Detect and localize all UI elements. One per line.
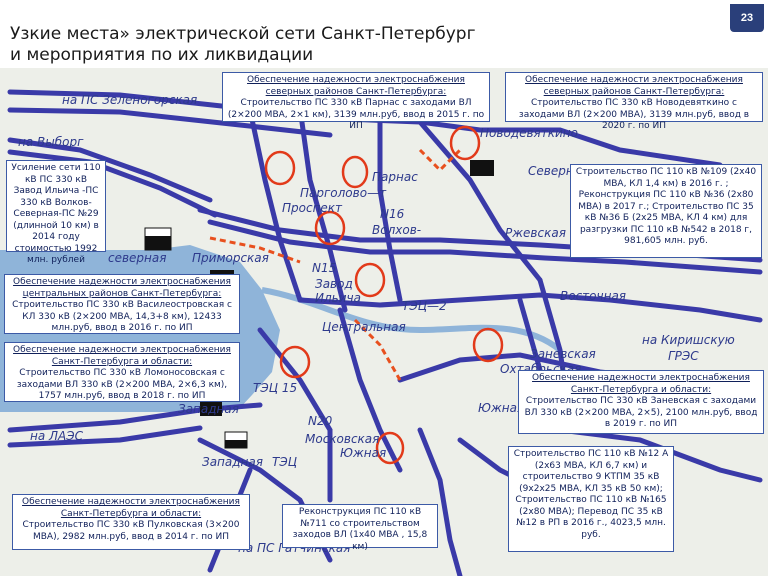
label-moskovskaya: Московская: [305, 432, 379, 446]
ring-marker: [449, 125, 481, 161]
box-body: Строительство ПС 330 кВ Новодевяткино с …: [518, 98, 750, 131]
header: Узкие места» электрической сети Санкт-Пе…: [0, 0, 768, 68]
info-box-north-parnas: Обеспечение надежности электроснабжения …: [222, 72, 490, 131]
substation: [470, 160, 494, 176]
title-line-1: Узкие места» электрической сети Санкт-Пе…: [10, 24, 476, 44]
info-box-zanevskaya: Обеспечение надежности электроснабжения …: [518, 370, 764, 434]
label-parnas: Парнас: [372, 170, 418, 184]
label-zelenogorsk: на ПС Зеленогорская: [62, 93, 197, 107]
label-vostochnaya: Восточная: [560, 289, 626, 303]
label-rzhevskaya: Ржевская: [505, 226, 566, 240]
box-heading: Обеспечение надежности электроснабжения …: [247, 75, 465, 97]
info-box-central: Обеспечение надежности электроснабжения …: [4, 274, 240, 334]
info-box-recon-711: Реконструкция ПС 110 кВ №711 со строител…: [282, 504, 438, 552]
substation: [225, 440, 247, 448]
label-gres: ГРЭС: [668, 349, 699, 363]
box-body: Строительство ПС 110 кВ №109 (2х40 МВА, …: [575, 167, 757, 246]
substation: [200, 402, 222, 416]
info-box-lomonosov: Обеспечение надежности электроснабжения …: [4, 342, 240, 402]
label-zavod: Завод: [315, 277, 353, 291]
label-zanevskaya: Заневская: [530, 347, 596, 361]
label-primorskaya: Приморская: [192, 251, 269, 265]
label-yuzhnaya: Южная: [478, 401, 524, 415]
info-box-pulkovo: Обеспечение надежности электроснабжения …: [12, 494, 250, 550]
label-zapadnaya: Западная: [178, 402, 239, 416]
box-body: Строительство ПС 330 кВ Василеостровская…: [12, 300, 232, 333]
label-tets2: ТЭЦ—2: [402, 299, 447, 313]
ring-marker: [354, 262, 386, 298]
label-zapadnaya-2: Западная: [202, 455, 263, 469]
label-tets: ТЭЦ: [272, 455, 297, 469]
box-body: Строительство ПС 330 кВ Пулковская (3×20…: [22, 520, 240, 542]
box-body: Строительство ПС 110 кВ №12 А (2х63 МВА,…: [513, 449, 669, 540]
label-tets15: ТЭЦ 15: [253, 381, 297, 395]
label-prospekt: Проспект: [282, 201, 343, 215]
box-body: Строительство ПС 330 кВ Парнас с заходам…: [227, 98, 485, 131]
label-tsentralnaya: Центральная: [322, 320, 406, 334]
ring-marker: [279, 345, 311, 379]
substation: [145, 236, 171, 250]
info-box-ilicha: Усиление сети 110 кВ ПС 330 кВ Завод Иль…: [6, 160, 106, 265]
label-ilicha: Ильича: [315, 291, 361, 305]
box-body: Строительство ПС 330 кВ Заневская с захо…: [524, 396, 758, 429]
label-n20: N20: [308, 414, 333, 428]
box-body: Строительство ПС 330 кВ Ломоносовская с …: [16, 368, 228, 401]
info-box-bottom-right: Строительство ПС 110 кВ №12 А (2х63 МВА,…: [508, 446, 674, 552]
label-laes: на ЛАЭС: [30, 429, 84, 443]
label-n16: N16: [380, 207, 405, 221]
info-box-right-top: Строительство ПС 110 кВ №109 (2х40 МВА, …: [570, 164, 762, 258]
ring-marker: [341, 155, 369, 189]
ring-marker: [472, 327, 504, 363]
box-heading: Обеспечение надежности электроснабжения …: [13, 345, 231, 367]
problem-markers: [264, 125, 504, 465]
substation-blocks: [144, 160, 494, 449]
box-body: Реконструкция ПС 110 кВ №711 со строител…: [292, 507, 428, 552]
title-line-2: и мероприятия по их ликвидации: [10, 45, 314, 65]
label-pargolovo: Парголово—т: [300, 186, 387, 200]
box-heading: Обеспечение надежности электроснабжения …: [525, 75, 743, 97]
label-kirishi: на Киришскую: [642, 333, 735, 347]
label-vyborg: на Выборг: [18, 135, 84, 149]
label-n15: N15: [312, 261, 336, 275]
box-heading: Обеспечение надежности электроснабжения …: [22, 497, 240, 519]
label-volkhov: Волхов-: [372, 223, 421, 237]
page-title: Узкие места» электрической сети Санкт-Пе…: [10, 24, 476, 66]
label-novodevyatkino: Новодевяткино: [480, 126, 578, 140]
box-heading: Обеспечение надежности электроснабжения …: [532, 373, 750, 395]
box-heading: Обеспечение надежности электроснабжения …: [13, 277, 231, 299]
label-severnaya-2: северная: [108, 251, 166, 265]
ring-marker: [264, 150, 296, 186]
page-number: 23: [730, 4, 764, 32]
ring-marker: [314, 210, 346, 246]
info-box-north-novodevyatkino: Обеспечение надежности электроснабжения …: [505, 72, 763, 131]
box-body: Усиление сети 110 кВ ПС 330 кВ Завод Иль…: [11, 163, 101, 265]
ring-marker: [375, 431, 405, 465]
neva-river: [261, 287, 562, 353]
label-yuzhnaya-2: Южная: [340, 446, 386, 460]
